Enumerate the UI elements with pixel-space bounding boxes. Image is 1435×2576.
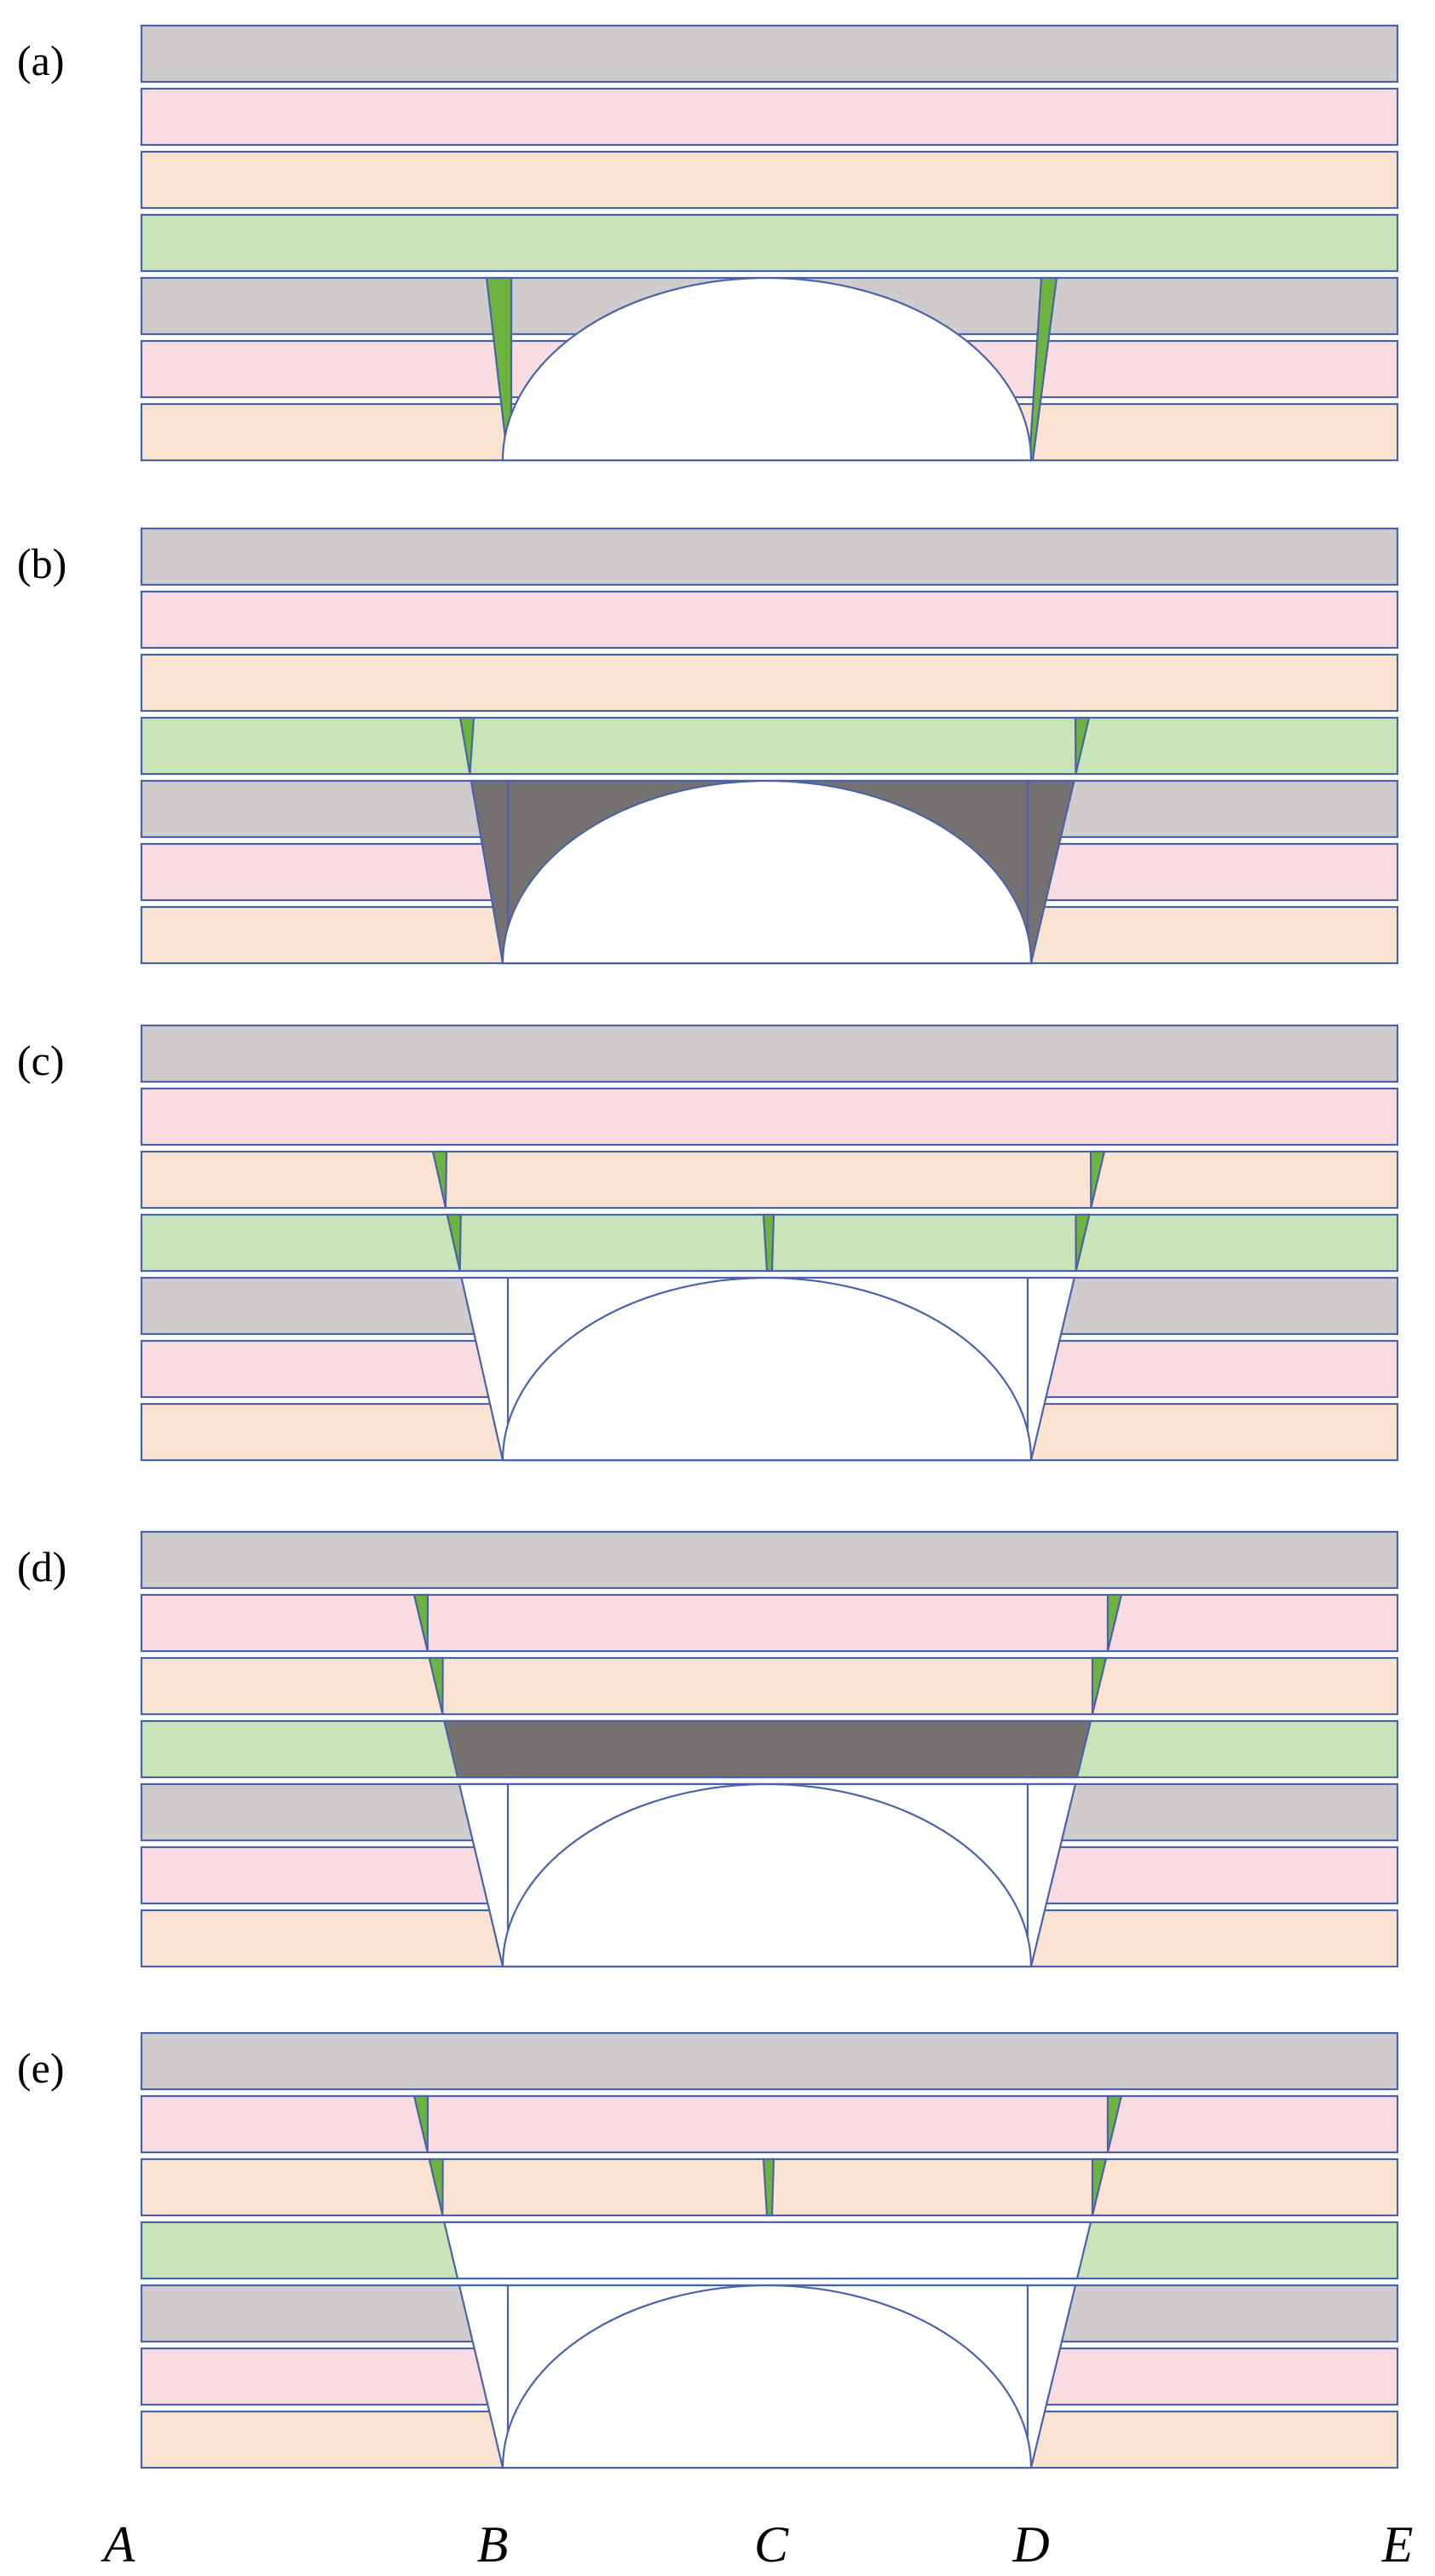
panel-label: (b) (17, 540, 66, 587)
panel-e: (e) (17, 2031, 1399, 2469)
soil-layer (140, 2094, 1399, 2154)
soil-layer (140, 527, 1399, 586)
soil-layer (140, 1593, 1399, 1653)
wedge (1089, 1150, 1106, 1209)
axis-label-a: A (101, 2516, 135, 2573)
wedge (1028, 276, 1058, 462)
wedge (412, 1593, 429, 1652)
panel-label: (c) (17, 1037, 65, 1084)
soil-layer (140, 653, 1399, 713)
axis-label-c: C (754, 2516, 789, 2573)
soil-layer (140, 87, 1399, 147)
arch-opening (501, 276, 1033, 462)
wedge (431, 1150, 448, 1209)
wedge (412, 2094, 429, 2153)
wedge (446, 1213, 462, 1272)
axis-label-e: E (1381, 2516, 1414, 2573)
panel-b: (b) (17, 527, 1399, 965)
soil-layer (140, 1087, 1399, 1146)
wedge (428, 1656, 444, 1715)
wedge (1075, 1213, 1091, 1272)
wedge (1074, 716, 1091, 775)
wedge (428, 2157, 444, 2216)
soil-layer (140, 590, 1399, 650)
panel-label: (e) (17, 2044, 65, 2092)
soil-layer (140, 2031, 1399, 2091)
wedge (1091, 2157, 1108, 2216)
axis-label-b: B (477, 2516, 509, 2573)
slab-region (442, 2221, 1092, 2280)
wedge (1091, 1656, 1108, 1715)
panel-label: (a) (17, 37, 65, 84)
panel-a: (a) (17, 24, 1399, 462)
wedge (762, 2157, 775, 2217)
soil-layer (140, 1656, 1399, 1716)
soil-layer (140, 1150, 1399, 1210)
axis-label-d: D (1011, 2516, 1049, 2573)
slab-region (442, 1719, 1092, 1779)
soil-layer (140, 716, 1399, 776)
panel-c: (c) (17, 1024, 1399, 1462)
panel-label: (d) (17, 1543, 66, 1591)
arch-opening (501, 1782, 1033, 1968)
wedge (1106, 2094, 1123, 2153)
arch-opening (501, 1276, 1033, 1462)
soil-layer (140, 24, 1399, 84)
soil-layer (140, 1530, 1399, 1590)
wedge (1106, 1593, 1123, 1652)
soil-layer (140, 150, 1399, 210)
wedge (458, 716, 475, 775)
arch-opening (501, 2284, 1033, 2469)
soil-layer (140, 1024, 1399, 1083)
soil-layer (140, 213, 1399, 273)
wedge (762, 1213, 775, 1273)
panel-d: (d) (17, 1530, 1399, 1968)
arch-opening (501, 779, 1033, 965)
